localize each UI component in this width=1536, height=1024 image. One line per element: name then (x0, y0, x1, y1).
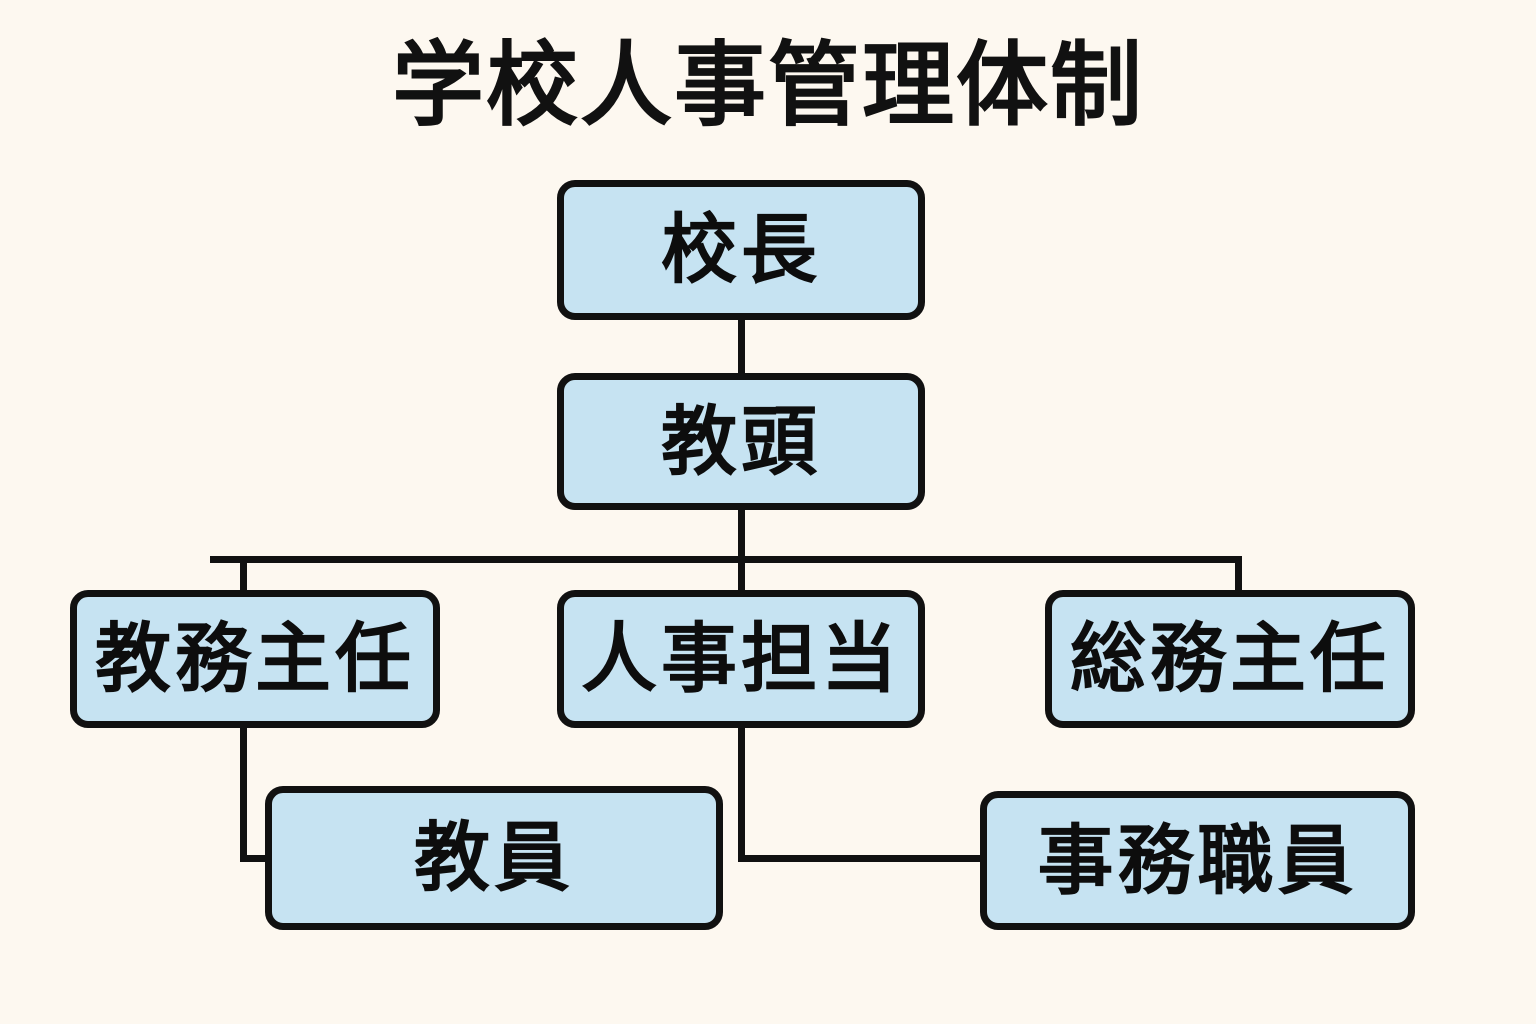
node-principal-label: 校長 (661, 205, 821, 294)
node-hr-officer-label: 人事担当 (581, 614, 901, 703)
node-vice-principal-label: 教頭 (661, 396, 821, 486)
node-general-chief[interactable]: 総務主任 (1045, 590, 1415, 728)
node-principal[interactable]: 校長 (557, 180, 925, 320)
node-teachers-label: 教員 (414, 813, 574, 902)
node-hr-officer[interactable]: 人事担当 (557, 590, 925, 728)
page-title: 学校人事管理体制 (391, 32, 1144, 139)
node-academic-chief[interactable]: 教務主任 (70, 590, 440, 728)
node-general-chief-label: 総務主任 (1070, 614, 1390, 703)
node-academic-chief-label: 教務主任 (95, 614, 415, 703)
node-teachers[interactable]: 教員 (265, 786, 723, 930)
node-vice-principal[interactable]: 教頭 (557, 373, 925, 510)
node-admin-staff-label: 事務職員 (1037, 815, 1358, 905)
node-admin-staff[interactable]: 事務職員 (980, 791, 1415, 930)
